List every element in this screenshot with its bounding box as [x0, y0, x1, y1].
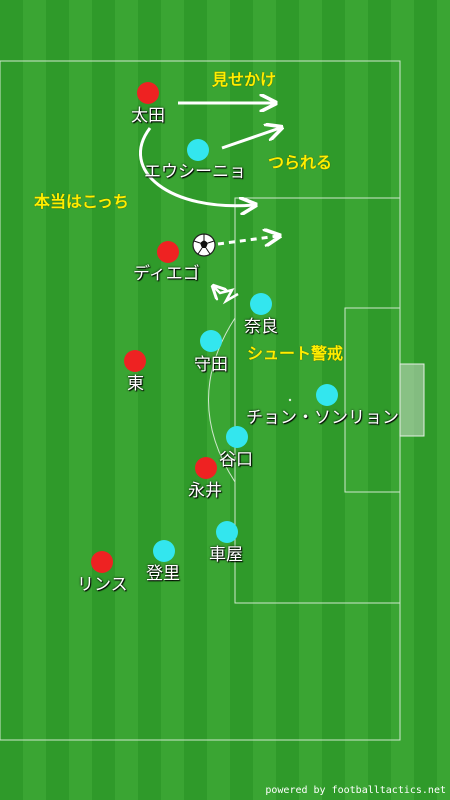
player-label-diego: ディエゴ	[133, 264, 200, 284]
player-dot-nara	[250, 293, 272, 315]
player-label-nagai: 永井	[188, 481, 222, 501]
penalty-spot	[288, 398, 292, 402]
goal-area	[344, 307, 401, 493]
player-label-nara: 奈良	[244, 317, 278, 337]
note-drawn: つられる	[268, 153, 333, 172]
player-dot-eusinho	[187, 139, 209, 161]
arrow-pass-dotted	[217, 236, 278, 244]
arrow-drawn	[221, 128, 280, 150]
player-label-ota: 太田	[131, 106, 165, 126]
player-dot-taniguchi	[226, 426, 248, 448]
player-dot-noborizato	[153, 540, 175, 562]
arrow-pressure-zigzag	[214, 287, 239, 305]
player-dot-kurumaya	[216, 521, 238, 543]
player-dot-morita	[200, 330, 222, 352]
player-label-jeong: チョン・ソンリョン	[246, 408, 399, 428]
player-label-kurumaya: 車屋	[209, 545, 243, 565]
player-dot-higashi	[124, 350, 146, 372]
player-label-morita: 守田	[194, 355, 228, 375]
player-label-noborizato: 登里	[146, 564, 180, 584]
arrow-real-run	[138, 127, 254, 206]
note-real: 本当はこっち	[34, 192, 129, 211]
note-shoot-alert: シュート警戒	[247, 344, 344, 363]
player-label-taniguchi: 谷口	[219, 450, 253, 470]
soccer-ball-icon	[192, 233, 216, 257]
credit-text: powered by footballtactics.net	[265, 785, 446, 796]
player-dot-jeong	[316, 384, 338, 406]
player-dot-rins	[91, 551, 113, 573]
penalty-arc	[208, 317, 236, 483]
note-feint: 見せかけ	[212, 70, 277, 89]
player-dot-nagai	[195, 457, 217, 479]
player-label-rins: リンス	[77, 575, 128, 595]
player-label-eusinho: エウシーニョ	[144, 162, 246, 182]
player-label-higashi: 東	[127, 374, 144, 394]
player-dot-diego	[157, 241, 179, 263]
goal	[399, 363, 425, 437]
player-dot-ota	[137, 82, 159, 104]
